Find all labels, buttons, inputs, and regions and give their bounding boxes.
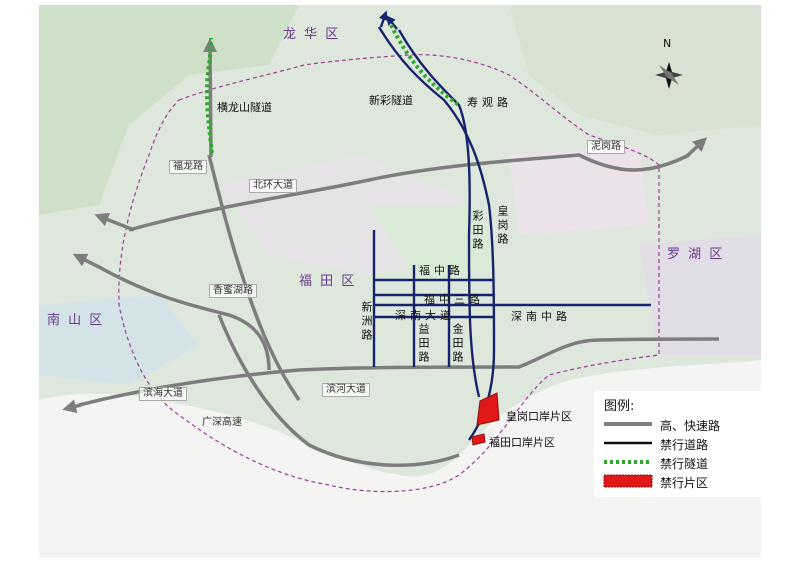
district-label-futian: 福 田 区 xyxy=(299,274,357,289)
tunnel-label-xincai: 新彩隧道 xyxy=(369,94,413,107)
expressway-swatch-icon xyxy=(604,422,652,426)
tunnel-swatch-icon xyxy=(604,460,652,464)
legend-item-expressway: 高、快速路 xyxy=(602,415,762,433)
restricted-road-swatch-icon xyxy=(604,441,652,445)
road-label-fuzhong: 福中路 xyxy=(419,264,464,277)
map-frame[interactable]: 龙 华 区 福 田 区 罗 湖 区 南 山 区 N 横龙山隧道 新彩隧道 寿观路… xyxy=(39,5,761,558)
restricted-road-caitian[interactable] xyxy=(397,29,481,398)
tunnel-label-henglongshan: 横龙山隧道 xyxy=(217,101,272,114)
road-label-shouguan: 寿观路 xyxy=(467,96,512,109)
compass-rose-icon xyxy=(655,62,683,89)
expressway-beihuan[interactable] xyxy=(128,153,690,232)
zone-label-futian-port: 福田口岸片区 xyxy=(489,436,555,449)
legend-item-restricted-road: 禁行道路 xyxy=(602,434,762,452)
road-label-xiangmihu: 香蜜湖路 xyxy=(209,284,257,298)
road-label-caitian: 彩田路 xyxy=(471,210,484,252)
road-label-shennan-da: 深南大道 xyxy=(395,309,455,322)
expressway-binhai[interactable] xyxy=(78,337,720,407)
road-label-shennan: 深南中路 xyxy=(511,310,571,323)
map-legend: 图例: 高、快速路 禁行道路 禁行隧道 禁行片区 xyxy=(594,391,764,497)
road-label-binhai: 滨海大道 xyxy=(139,387,187,401)
road-label-jintian: 金田路 xyxy=(451,323,464,365)
tunnel-xincai[interactable] xyxy=(389,24,461,107)
zone-huanggang-port[interactable] xyxy=(476,392,500,426)
expressway-xiangmihu-west[interactable] xyxy=(72,253,102,270)
zone-futian-port[interactable] xyxy=(471,433,486,446)
expressway-beihuan-west[interactable] xyxy=(94,213,135,232)
green-hills-west xyxy=(39,5,299,215)
expressway-binhai-west[interactable] xyxy=(62,399,82,414)
road-label-xinzhou: 新洲路 xyxy=(360,301,373,343)
nanshan-waterfront xyxy=(39,295,199,385)
legend-label: 禁行道路 xyxy=(660,438,709,452)
caitian-north-arrow[interactable] xyxy=(386,15,398,30)
lianhuashan-park xyxy=(369,205,499,285)
road-label-binhe: 滨河大道 xyxy=(322,383,370,397)
road-label-fulong: 福龙路 xyxy=(169,160,207,174)
luohu-urban xyxy=(639,235,761,355)
restricted-road-huanggang[interactable] xyxy=(377,26,496,441)
expressway-nigang-east[interactable] xyxy=(685,137,708,158)
expressway-fulong[interactable] xyxy=(207,154,301,401)
district-label-luohu: 罗 湖 区 xyxy=(667,247,725,262)
huanggang-north-arrow[interactable] xyxy=(378,10,389,28)
tunnel-henglongshan[interactable] xyxy=(204,37,214,154)
compass-north-label: N xyxy=(663,37,672,50)
legend-label: 高、快速路 xyxy=(660,419,721,433)
expressway-xiangmihu[interactable] xyxy=(98,265,271,371)
expressway-guangshen[interactable] xyxy=(217,314,460,467)
legend-title: 图例: xyxy=(604,399,635,414)
road-label-yitian: 益田路 xyxy=(417,323,430,365)
map-canvas[interactable] xyxy=(39,5,761,558)
green-hills-east xyxy=(509,5,761,135)
road-label-beihuan: 北环大道 xyxy=(249,179,297,193)
shenzhen-bay-water xyxy=(39,360,761,558)
road-label-guangshen: 广深高速 xyxy=(202,417,242,428)
road-label-nigang: 泥岗路 xyxy=(587,140,625,154)
legend-item-zone: 禁行片区 xyxy=(602,472,762,490)
legend-label: 禁行隧道 xyxy=(660,457,709,471)
district-label-nanshan: 南 山 区 xyxy=(47,313,105,328)
road-label-fuzhong-san: 福中三路 xyxy=(424,293,484,306)
road-label-huanggang: 皇岗路 xyxy=(496,205,509,247)
zone-swatch-icon xyxy=(603,474,653,488)
legend-item-tunnel: 禁行隧道 xyxy=(602,453,762,471)
district-label-longhua: 龙 华 区 xyxy=(283,27,341,42)
legend-label: 禁行片区 xyxy=(660,476,709,490)
zone-label-huanggang-port: 皇岗口岸片区 xyxy=(506,410,572,423)
